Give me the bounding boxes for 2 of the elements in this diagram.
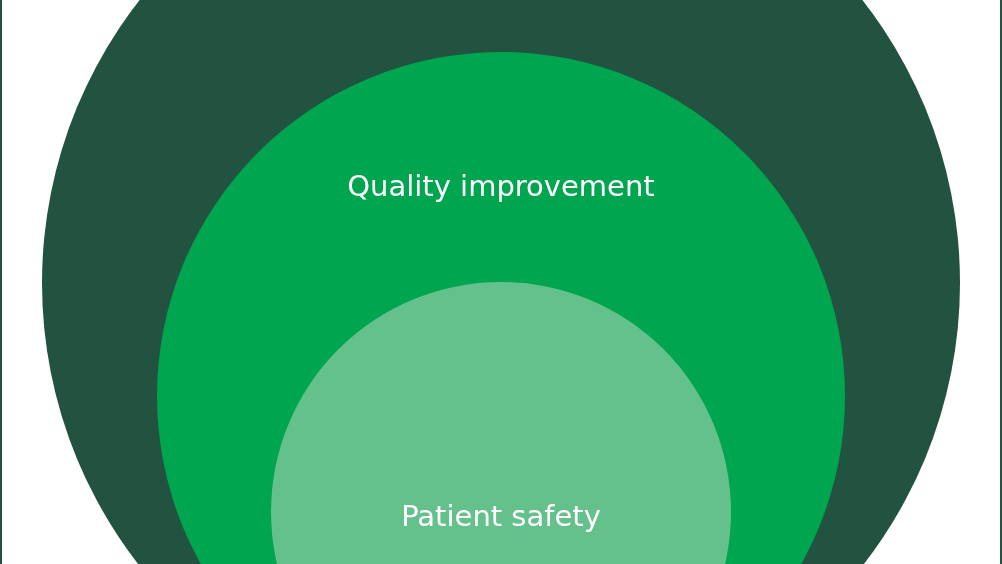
circle-label: Quality improvement xyxy=(346,171,656,201)
circle-label: Patient safety xyxy=(400,501,602,531)
